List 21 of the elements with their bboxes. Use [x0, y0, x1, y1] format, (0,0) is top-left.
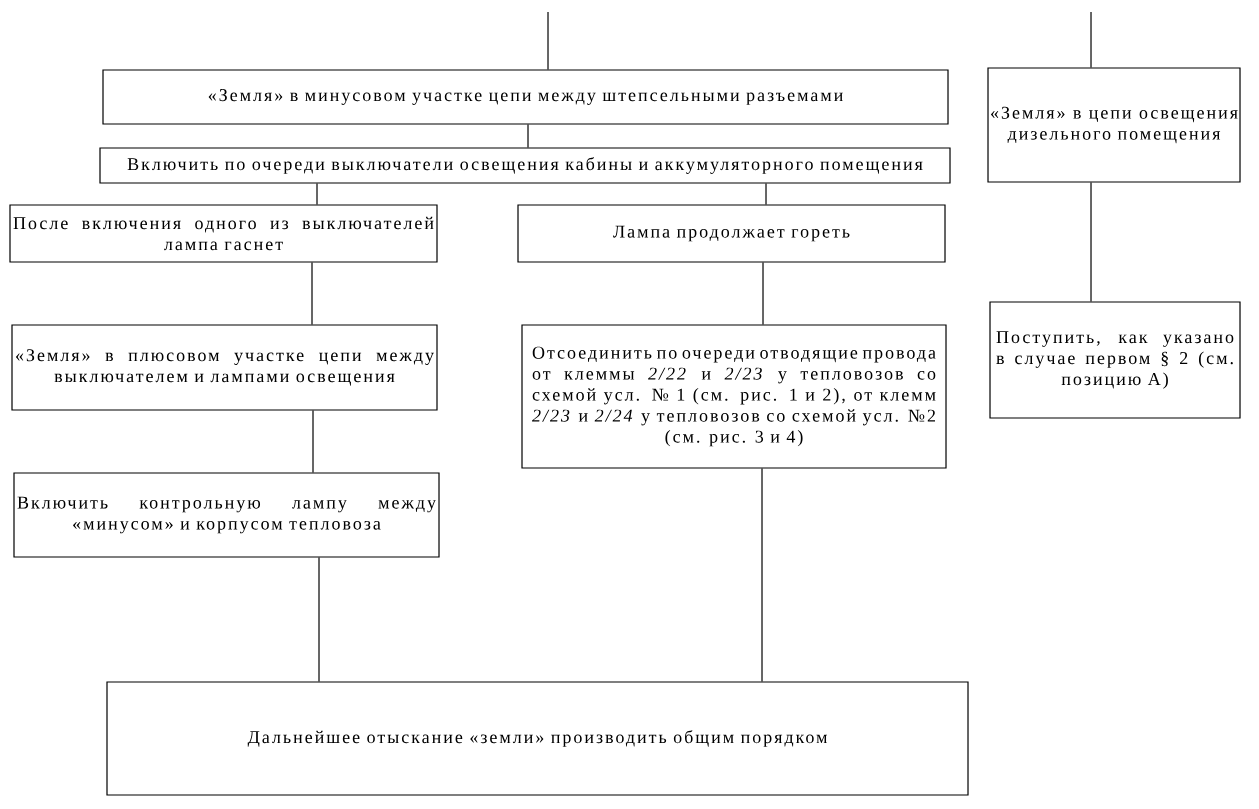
process-box: Дальнейшее отыскание «земли» производить общим порядком [106, 681, 969, 796]
connector-line [316, 183, 318, 205]
connector-line [1090, 11, 1092, 68]
process-box: Включить контрольную лампу между «минусом» и корпусом тепловоза [13, 472, 440, 558]
process-box: «Земля» в минусовом участке цепи между штепсельными разъемами [102, 69, 949, 125]
connector-line [318, 557, 320, 682]
connector-line [527, 124, 529, 148]
connector-line [1090, 182, 1092, 302]
connector-line [547, 11, 549, 70]
connector-line [312, 410, 314, 473]
process-box: После включения одного из выключателей лампа гаснет [9, 204, 438, 263]
process-box: «Земля» в цепи освещения дизельного помещения [987, 67, 1241, 183]
process-box: Отсоединить по очереди отводящие провода от клеммы 2/22 и 2/23 у тепловозов со схемой усл. № 1 (см. рис. 1 и 2), от клемм 2/23 и 2/24 у тепловозов со схемой усл. №2 (см. рис. 3 и 4) [521, 324, 947, 469]
connector-line [311, 262, 313, 325]
connector-line [762, 262, 764, 325]
connector-line [765, 183, 767, 205]
process-box: Включить по очереди выключатели освещения кабины и аккумуляторного помещения [99, 147, 951, 184]
connector-line [761, 468, 763, 682]
process-box: Поступить, как указано в случае первом § 2 (см. позицию А) [989, 301, 1241, 419]
process-box: «Земля» в плюсовом участке цепи между выключателем и лампами освещения [11, 324, 438, 411]
process-box: Лампа продолжает гореть [517, 204, 946, 263]
